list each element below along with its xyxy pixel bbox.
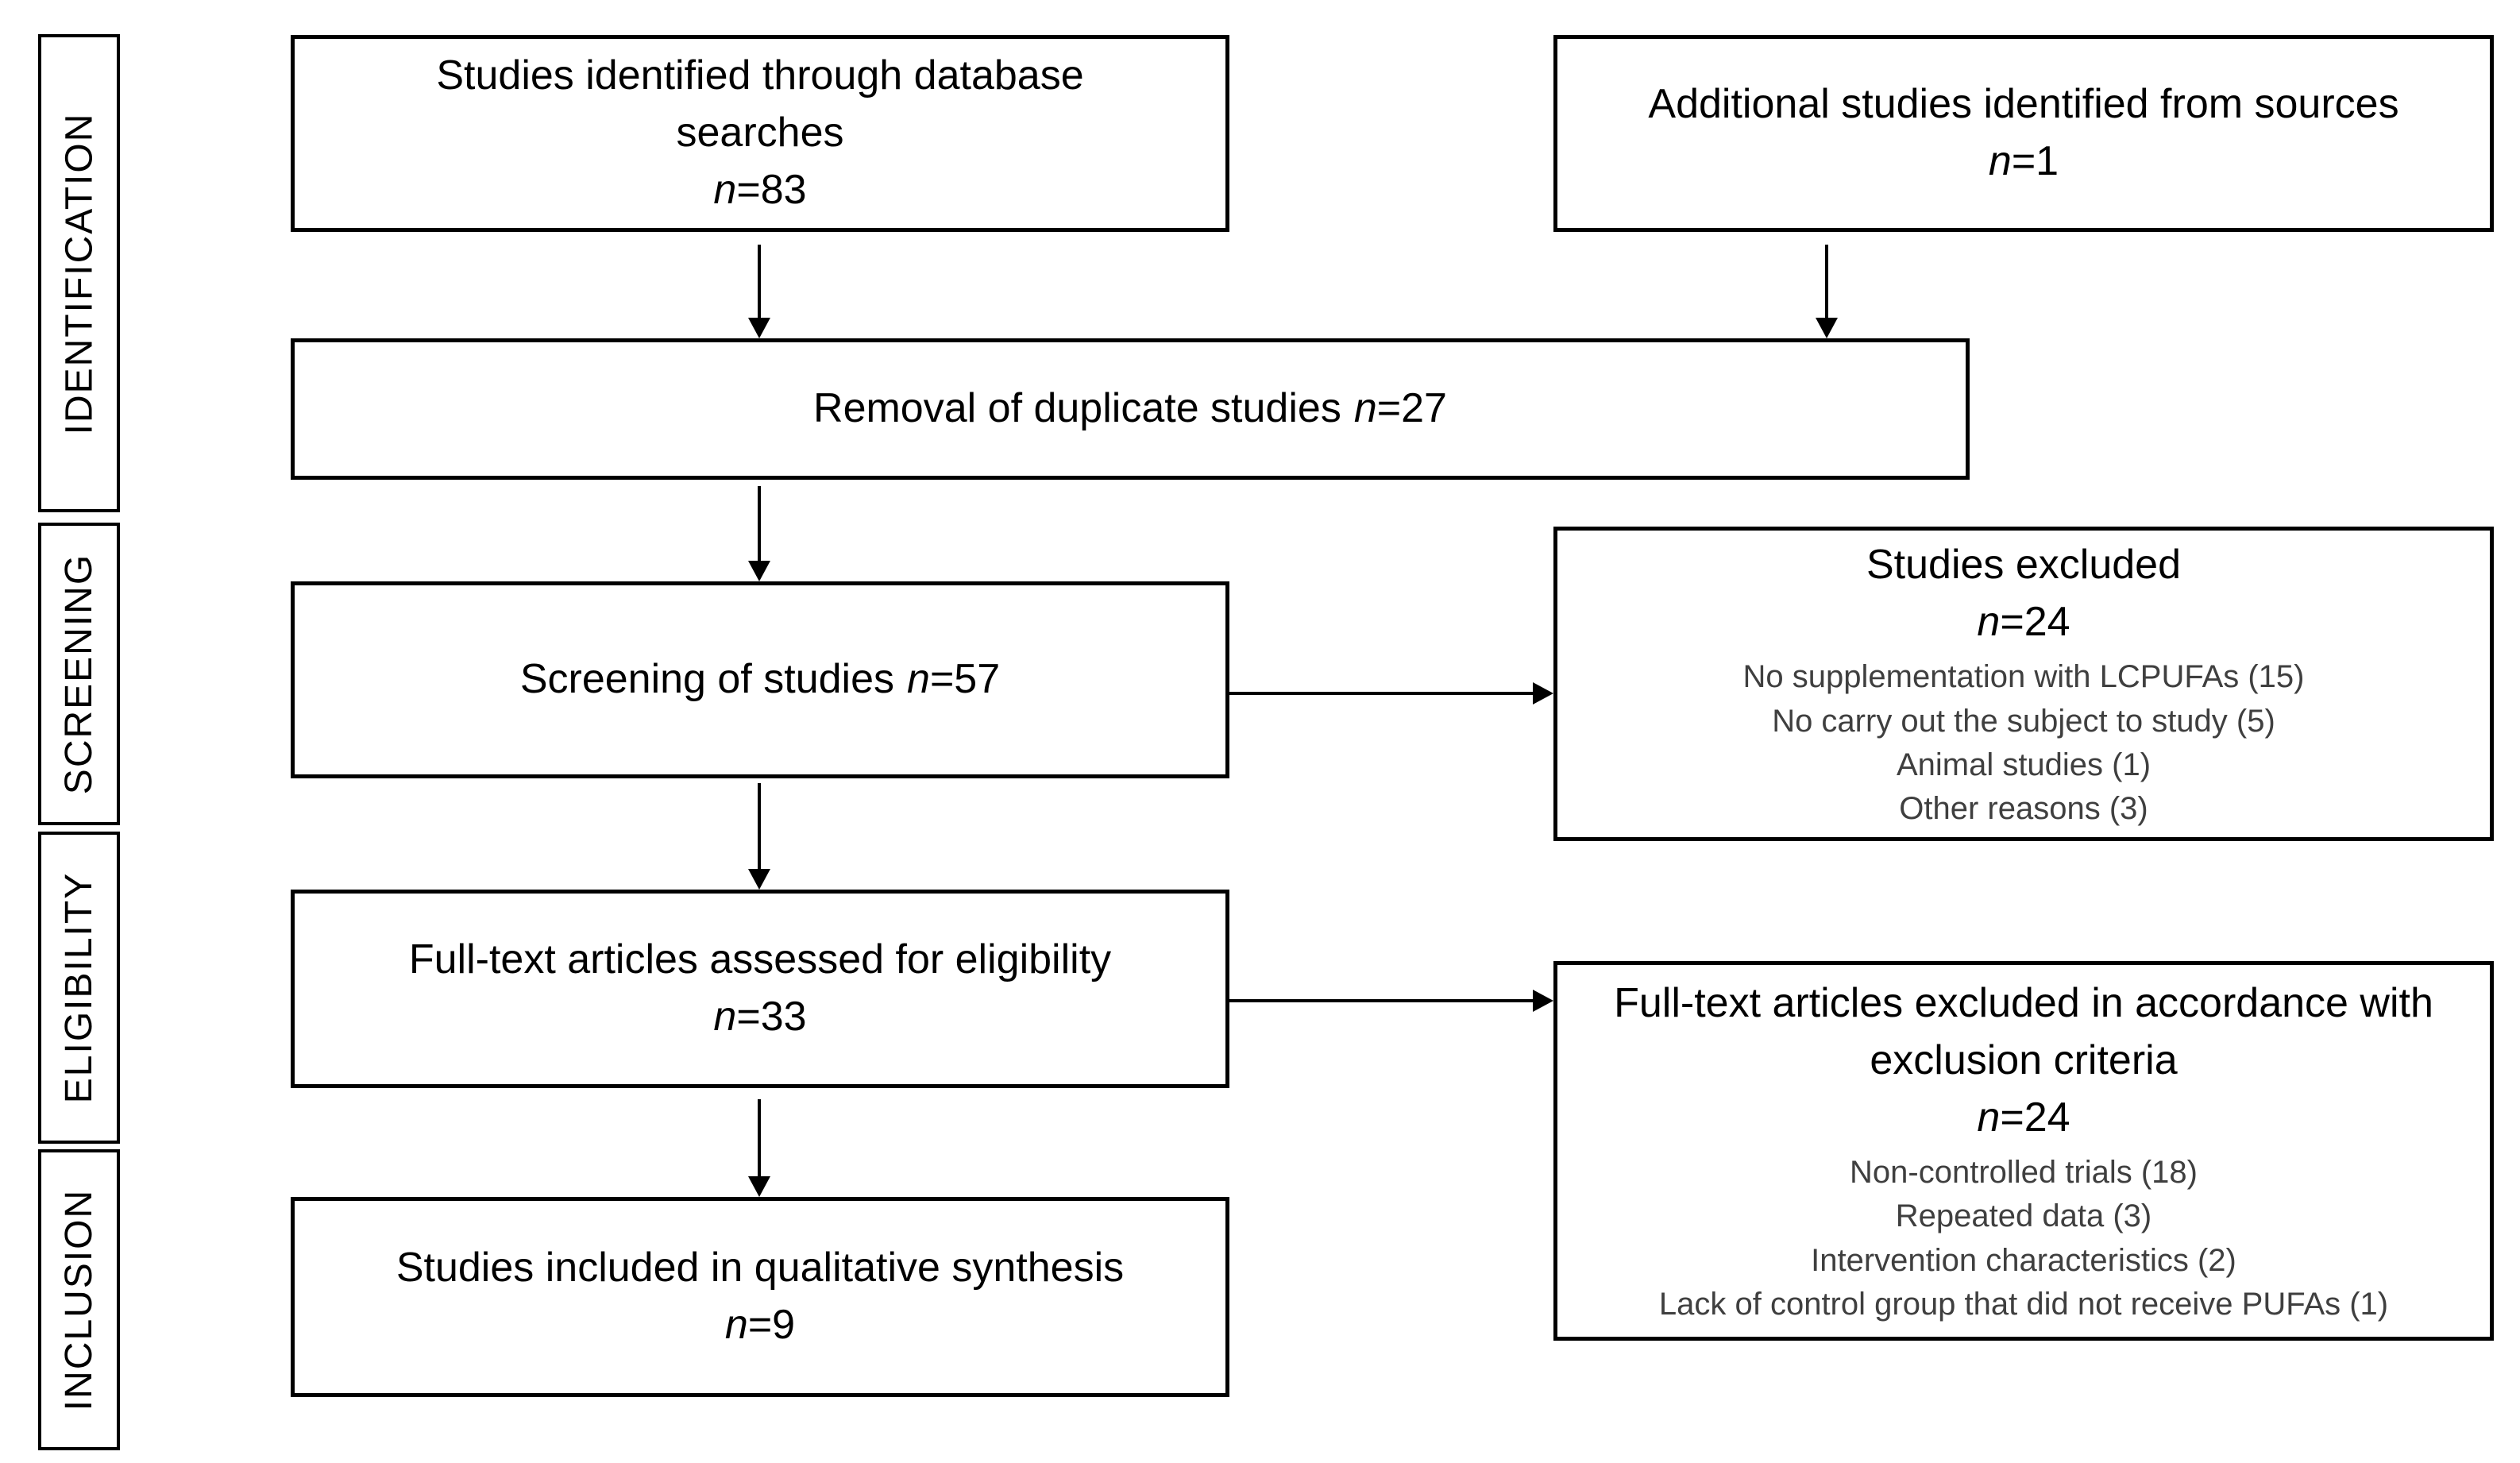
box-count: n=1 (1988, 138, 2059, 184)
exclusion-reason-list: No supplementation with LCPUFAs (15) No … (1743, 655, 2305, 831)
box-studies-identified: Studies identified through database sear… (291, 35, 1229, 232)
exclusion-reason: Intervention characteristics (2) (1811, 1242, 2236, 1278)
box-title: Removal of duplicate studies (813, 385, 1341, 432)
stage-label-eligibility: ELIGIBILITY (38, 832, 120, 1144)
box-studies-excluded: Studies excluded n=24 No supplementation… (1553, 527, 2494, 841)
box-count: n=24 (1977, 598, 2070, 645)
box-title: Studies included in qualitative synthesi… (396, 1245, 1125, 1291)
box-title: Studies identified through database sear… (436, 52, 1084, 156)
box-title: Full-text articles excluded in accordanc… (1614, 980, 2433, 1083)
exclusion-reason: Non-controlled trials (18) (1850, 1155, 2198, 1191)
arrow-additional-to-duplicates (1825, 245, 1828, 318)
box-count: n=9 (724, 1302, 796, 1348)
box-screening: Screening of studies n=57 (291, 581, 1229, 778)
arrow-fulltext-to-included (758, 1099, 761, 1176)
stage-label-inclusion: INCLUSION (38, 1149, 120, 1450)
exclusion-reason: Lack of control group that did not recei… (1658, 1286, 2389, 1322)
box-count: n=33 (713, 994, 807, 1040)
arrow-fulltext-to-excluded (1229, 999, 1533, 1002)
exclusion-reason: No supplementation with LCPUFAs (15) (1742, 659, 2305, 695)
exclusion-reason: Other reasons (3) (1899, 790, 2148, 826)
box-title: Additional studies identified from sourc… (1648, 81, 2399, 128)
stage-label-text: ELIGIBILITY (58, 871, 100, 1104)
exclusion-reason: Repeated data (3) (1895, 1199, 2152, 1234)
box-title: Screening of studies (519, 656, 895, 703)
stage-label-text: INCLUSION (58, 1188, 100, 1411)
exclusion-reason: No carry out the subject to study (5) (1772, 703, 2275, 739)
box-fulltext-assessed: Full-text articles assessed for eligibil… (291, 890, 1229, 1088)
stage-label-identification: IDENTIFICATION (38, 34, 120, 512)
arrow-screening-to-excluded (1229, 692, 1533, 695)
stage-label-screening: SCREENING (38, 523, 120, 825)
stage-label-text: IDENTIFICATION (58, 112, 101, 434)
box-included: Studies included in qualitative synthesi… (291, 1197, 1229, 1397)
box-count: n=57 (907, 656, 1001, 703)
box-count: n=83 (713, 166, 807, 213)
arrow-duplicates-to-screening (758, 486, 761, 561)
box-fulltext-excluded: Full-text articles excluded in accordanc… (1553, 961, 2494, 1341)
box-title: Studies excluded (1866, 541, 2182, 588)
exclusion-reason: Animal studies (1) (1896, 747, 2151, 782)
box-count: n=27 (1353, 385, 1447, 432)
box-count: n=24 (1977, 1094, 2070, 1141)
arrow-identified-to-duplicates (758, 245, 761, 318)
box-duplicate-removal: Removal of duplicate studies n=27 (291, 338, 1970, 480)
exclusion-reason-list: Non-controlled trials (18) Repeated data… (1659, 1151, 2388, 1326)
box-title: Full-text articles assessed for eligibil… (408, 936, 1112, 983)
arrow-screening-to-fulltext (758, 783, 761, 869)
stage-label-text: SCREENING (58, 553, 100, 795)
box-additional-studies: Additional studies identified from sourc… (1553, 35, 2494, 232)
